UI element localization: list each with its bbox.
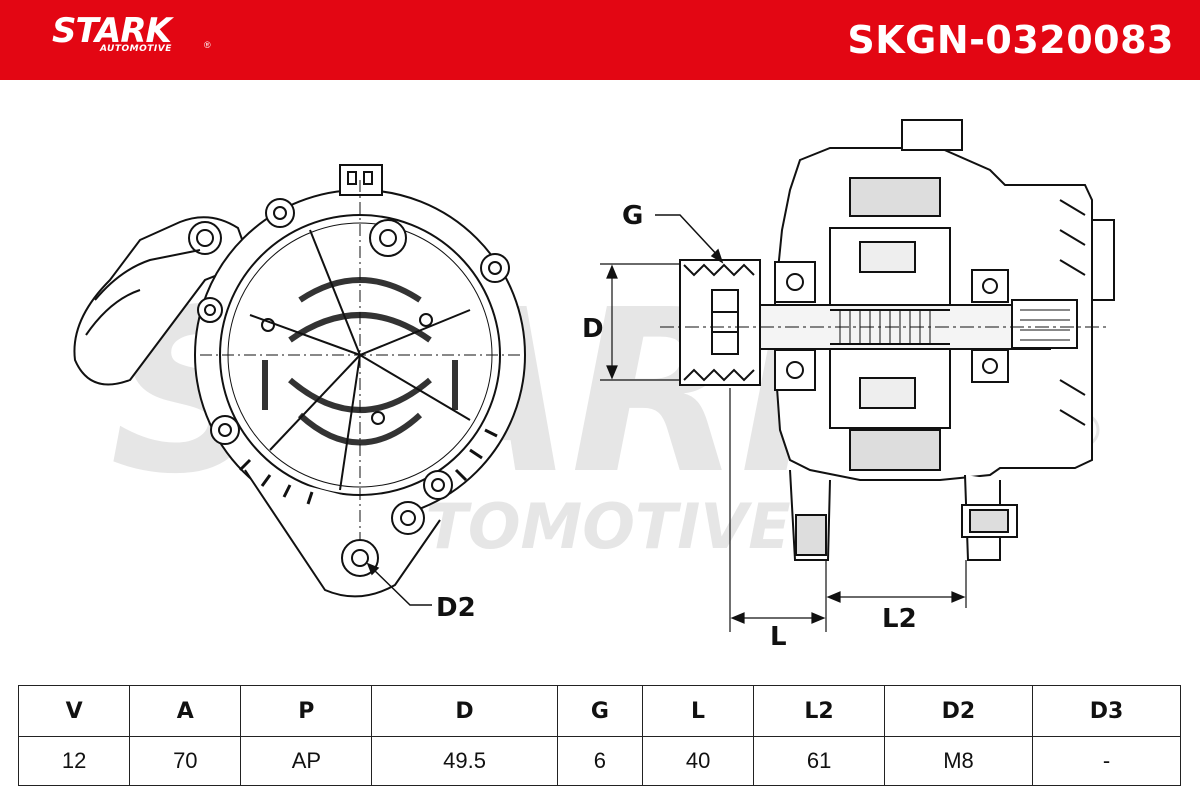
spec-header-cell: G — [556, 685, 643, 737]
pulley-nut — [711, 289, 739, 355]
label-g: G — [622, 201, 643, 231]
header-bar: STARK AUTOMOTIVE ® SKGN-0320083 — [0, 0, 1200, 80]
alternator-drawing: STARK AUTOMOTIVE — [73, 119, 1115, 652]
l-dimension — [729, 388, 827, 632]
spec-value-cell: 49.5 — [371, 736, 558, 786]
logo-sub: AUTOMOTIVE — [100, 44, 172, 54]
l2-dimension — [826, 560, 967, 608]
d-dimension — [600, 263, 680, 381]
spec-header-cell: L — [641, 685, 755, 737]
spec-value-cell: 70 — [129, 736, 242, 786]
terminal-connector — [339, 164, 383, 196]
spec-header-cell: D3 — [1031, 685, 1182, 737]
mount-arm — [73, 216, 252, 386]
spec-header-cell: L2 — [753, 685, 885, 737]
spec-value-cell: M8 — [883, 736, 1033, 786]
side-terminal — [1091, 219, 1115, 301]
part-number: SKGN-0320083 — [847, 18, 1174, 62]
side-view — [660, 119, 1115, 561]
spec-value-cell: 61 — [753, 736, 885, 786]
d2-callout — [366, 562, 432, 606]
logo-brand: STARK — [52, 11, 172, 51]
rear-view — [73, 164, 526, 598]
label-d: D — [582, 314, 604, 344]
spec-value-cell: AP — [240, 736, 373, 786]
spec-header-cell: P — [240, 685, 373, 737]
spec-value-cell: 40 — [641, 736, 755, 786]
spec-header-cell: V — [17, 685, 131, 737]
spec-header-cell: D2 — [883, 685, 1033, 737]
label-l: L — [770, 622, 787, 652]
label-l2: L2 — [882, 604, 917, 634]
spec-table: V A P D G L L2 D2 D3 12 70 AP 49.5 6 40 … — [17, 685, 1182, 786]
stark-logo: STARK AUTOMOTIVE ® — [52, 11, 211, 54]
logo-registered: ® — [204, 40, 211, 50]
spec-header-cell: D — [371, 685, 558, 737]
spec-value-cell: 6 — [556, 736, 643, 786]
spec-header-cell: A — [129, 685, 242, 737]
spec-value-cell: 12 — [17, 736, 131, 786]
spec-value-row: 12 70 AP 49.5 6 40 61 M8 - — [17, 736, 1182, 786]
mount-hole-top — [188, 221, 222, 255]
spec-header-row: V A P D G L L2 D2 D3 — [17, 685, 1182, 737]
mount-ear-bottom — [244, 469, 441, 598]
g-callout — [655, 214, 724, 264]
spec-value-cell: - — [1031, 736, 1182, 786]
label-d2: D2 — [436, 593, 476, 623]
side-connector — [901, 119, 963, 151]
